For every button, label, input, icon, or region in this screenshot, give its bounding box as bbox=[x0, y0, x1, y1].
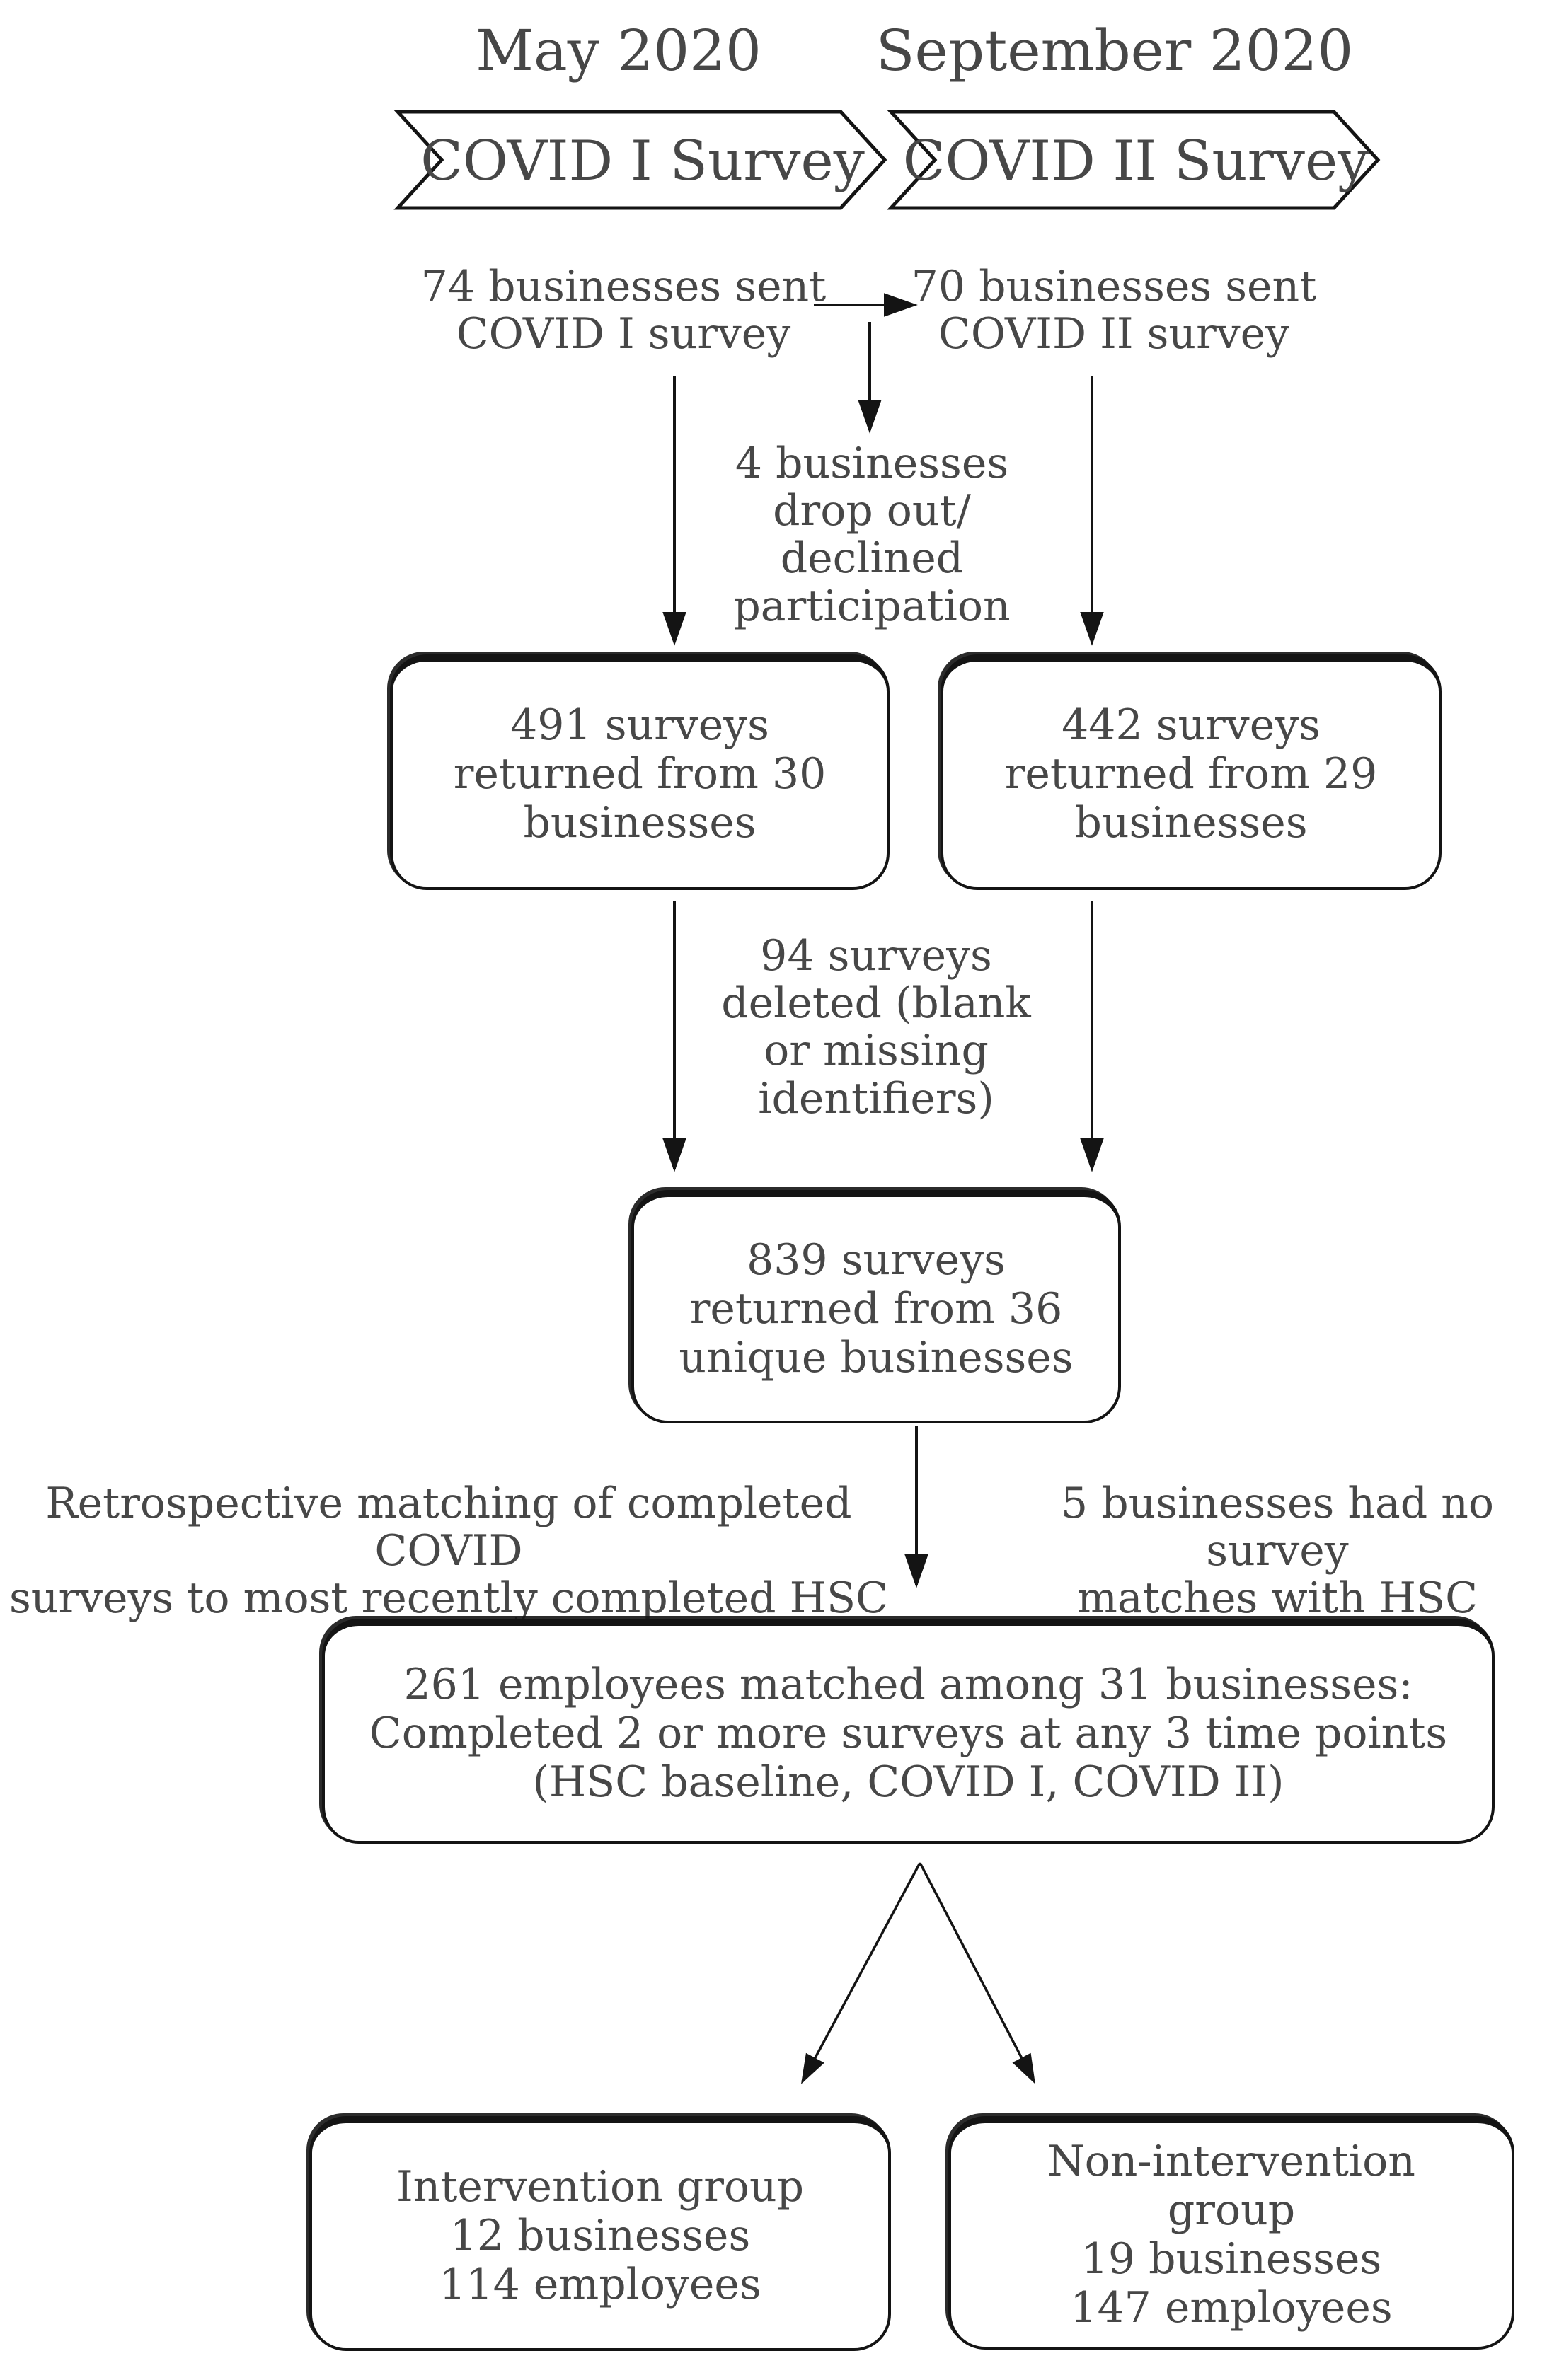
box-nonintervention-group-label: Non-intervention group 19 businesses 147… bbox=[1047, 2137, 1415, 2333]
box-nonintervention-group: Non-intervention group 19 businesses 147… bbox=[948, 2116, 1514, 2350]
covid2-banner-shape bbox=[887, 110, 1381, 210]
covid1-banner-label: COVID I Survey bbox=[420, 129, 865, 193]
period-label-may: May 2020 bbox=[476, 18, 761, 83]
note-dropout: 4 businesses drop out/ declined particip… bbox=[733, 439, 1011, 631]
box-returned-covid2: 442 surveys returned from 29 businesses bbox=[941, 654, 1442, 890]
node-sent-covid1: 74 businesses sent COVID I survey bbox=[420, 262, 827, 359]
box-combined-returns-label: 839 surveys returned from 36 unique busi… bbox=[679, 1235, 1074, 1382]
node-sent-covid2: 70 businesses sent COVID II survey bbox=[911, 262, 1317, 359]
note-retrospective-matching: Retrospective matching of completed COVI… bbox=[9, 1479, 888, 1624]
box-returned-covid1-label: 491 surveys returned from 30 businesses bbox=[453, 700, 827, 848]
box-combined-returns: 839 surveys returned from 36 unique busi… bbox=[631, 1190, 1121, 1423]
box-matched-employees: 261 employees matched among 31 businesse… bbox=[322, 1619, 1495, 1844]
period-label-september: September 2020 bbox=[875, 18, 1354, 83]
note-no-survey-matches: 5 businesses had no survey matches with … bbox=[1060, 1479, 1495, 1624]
covid2-banner-label: COVID II Survey bbox=[902, 129, 1369, 193]
box-matched-employees-label: 261 employees matched among 31 businesse… bbox=[369, 1659, 1448, 1807]
box-intervention-group: Intervention group 12 businesses 114 emp… bbox=[309, 2116, 891, 2351]
box-intervention-group-label: Intervention group 12 businesses 114 emp… bbox=[396, 2161, 805, 2309]
box-returned-covid1: 491 surveys returned from 30 businesses bbox=[390, 654, 890, 890]
covid1-banner-shape bbox=[393, 110, 887, 210]
arrow-split-right bbox=[919, 1862, 1035, 2084]
note-deleted-surveys: 94 surveys deleted (blank or missing ide… bbox=[721, 931, 1031, 1123]
arrow-split-left bbox=[801, 1862, 921, 2084]
box-returned-covid2-label: 442 surveys returned from 29 businesses bbox=[1004, 700, 1378, 848]
